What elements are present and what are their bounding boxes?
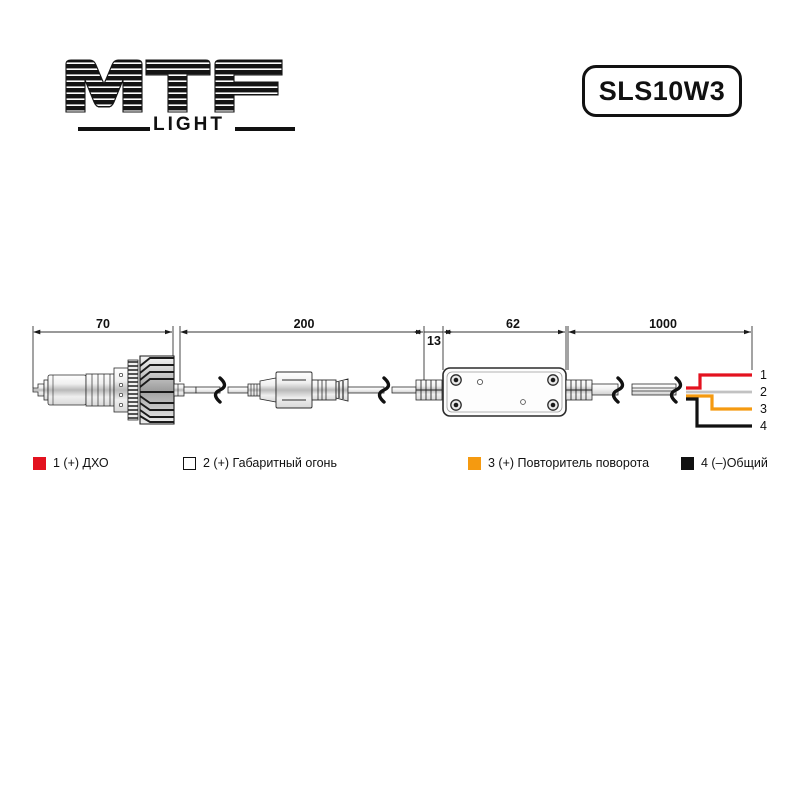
wire-number-2: 2 — [760, 385, 767, 399]
logo-rule-right — [235, 127, 295, 131]
legend-swatch-red — [33, 456, 46, 470]
wire-number-4: 4 — [760, 419, 767, 433]
wire-numbers: 1 2 3 4 — [760, 368, 767, 433]
legend-swatch-black — [681, 456, 694, 470]
wiring-diagram: 70 200 13 62 1000 — [0, 310, 800, 455]
driver-box-bolts — [450, 374, 559, 411]
legend-swatch-orange — [468, 456, 481, 470]
legend-item-drl: 1 (+) ДХО — [33, 452, 109, 474]
wire-legend: 1 (+) ДХО 2 (+) Габаритный огонь 3 (+) П… — [0, 452, 800, 478]
logo-light-row: LIGHT — [60, 113, 295, 141]
driver-box — [442, 367, 567, 417]
legend-label-drl: 1 (+) ДХО — [53, 456, 109, 470]
driver-vent-hole-1 — [476, 378, 484, 386]
wire-number-1: 1 — [760, 368, 767, 382]
legend-item-parking-light: 2 (+) Габаритный огонь — [183, 452, 337, 474]
mtf-light-logo: LIGHT — [60, 58, 295, 143]
mtf-wordmark-icon — [65, 59, 283, 113]
dimension-62-label: 62 — [506, 317, 520, 331]
dimension-labels: 70 200 13 62 1000 — [96, 317, 677, 348]
dimension-lines — [32, 326, 753, 388]
wire-4-black — [686, 397, 752, 428]
legend-item-common: 4 (–)Общий — [681, 452, 768, 474]
logo-rule-left — [78, 127, 150, 131]
break-symbol-4 — [669, 376, 683, 404]
legend-item-turn-repeater: 3 (+) Повторитель поворота — [468, 452, 649, 474]
model-badge-text: SLS10W3 — [598, 75, 726, 106]
diagram-canvas: 70 200 13 62 1000 — [32, 317, 767, 433]
model-badge: SLS10W3 — [582, 65, 742, 117]
dimension-1000-label: 1000 — [649, 317, 677, 331]
dimension-70-label: 70 — [96, 317, 110, 331]
led-bulb — [32, 355, 175, 425]
output-wires — [686, 373, 752, 428]
break-symbol-3 — [611, 376, 625, 404]
break-symbol-1 — [213, 376, 227, 404]
dimension-200-label: 200 — [294, 317, 315, 331]
break-symbol-2 — [377, 376, 391, 404]
cable-section-bulb-to-connector — [173, 376, 277, 404]
driver-vent-hole-2 — [520, 399, 526, 405]
wire-number-3: 3 — [760, 402, 767, 416]
legend-label-parking-light: 2 (+) Габаритный огонь — [203, 456, 337, 470]
wire-1-red — [686, 373, 752, 390]
legend-swatch-white — [183, 456, 196, 470]
cable-section-connector-to-driver — [347, 376, 443, 404]
dimension-13-label: 13 — [427, 334, 441, 348]
wire-3-orange — [686, 394, 752, 411]
legend-label-common: 4 (–)Общий — [701, 456, 768, 470]
logo-subtitle: LIGHT — [153, 114, 225, 135]
legend-label-turn-repeater: 3 (+) Повторитель поворота — [488, 456, 650, 470]
inline-connector — [275, 371, 349, 409]
cable-section-driver-to-wires — [565, 376, 683, 404]
